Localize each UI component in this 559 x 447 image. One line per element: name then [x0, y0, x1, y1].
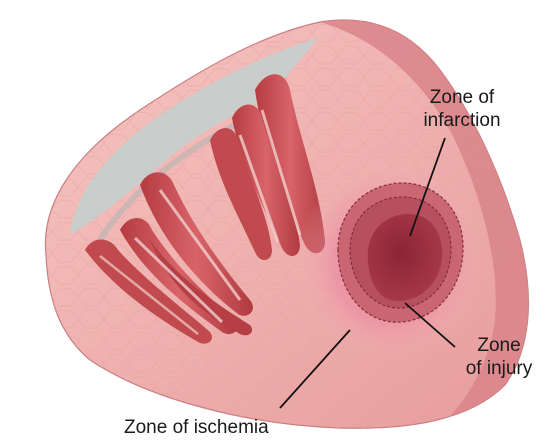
label-zone-of-ischemia: Zone of ischemia: [124, 416, 269, 439]
infarction-label-line1: Zone of: [402, 86, 522, 109]
label-zone-of-infarction: Zone of infarction: [402, 86, 522, 132]
infarction-label-line2: infarction: [402, 109, 522, 132]
injury-label-line2: of injury: [444, 357, 554, 380]
label-zone-of-injury: Zone of injury: [444, 334, 554, 380]
injury-label-line1: Zone: [444, 334, 554, 357]
